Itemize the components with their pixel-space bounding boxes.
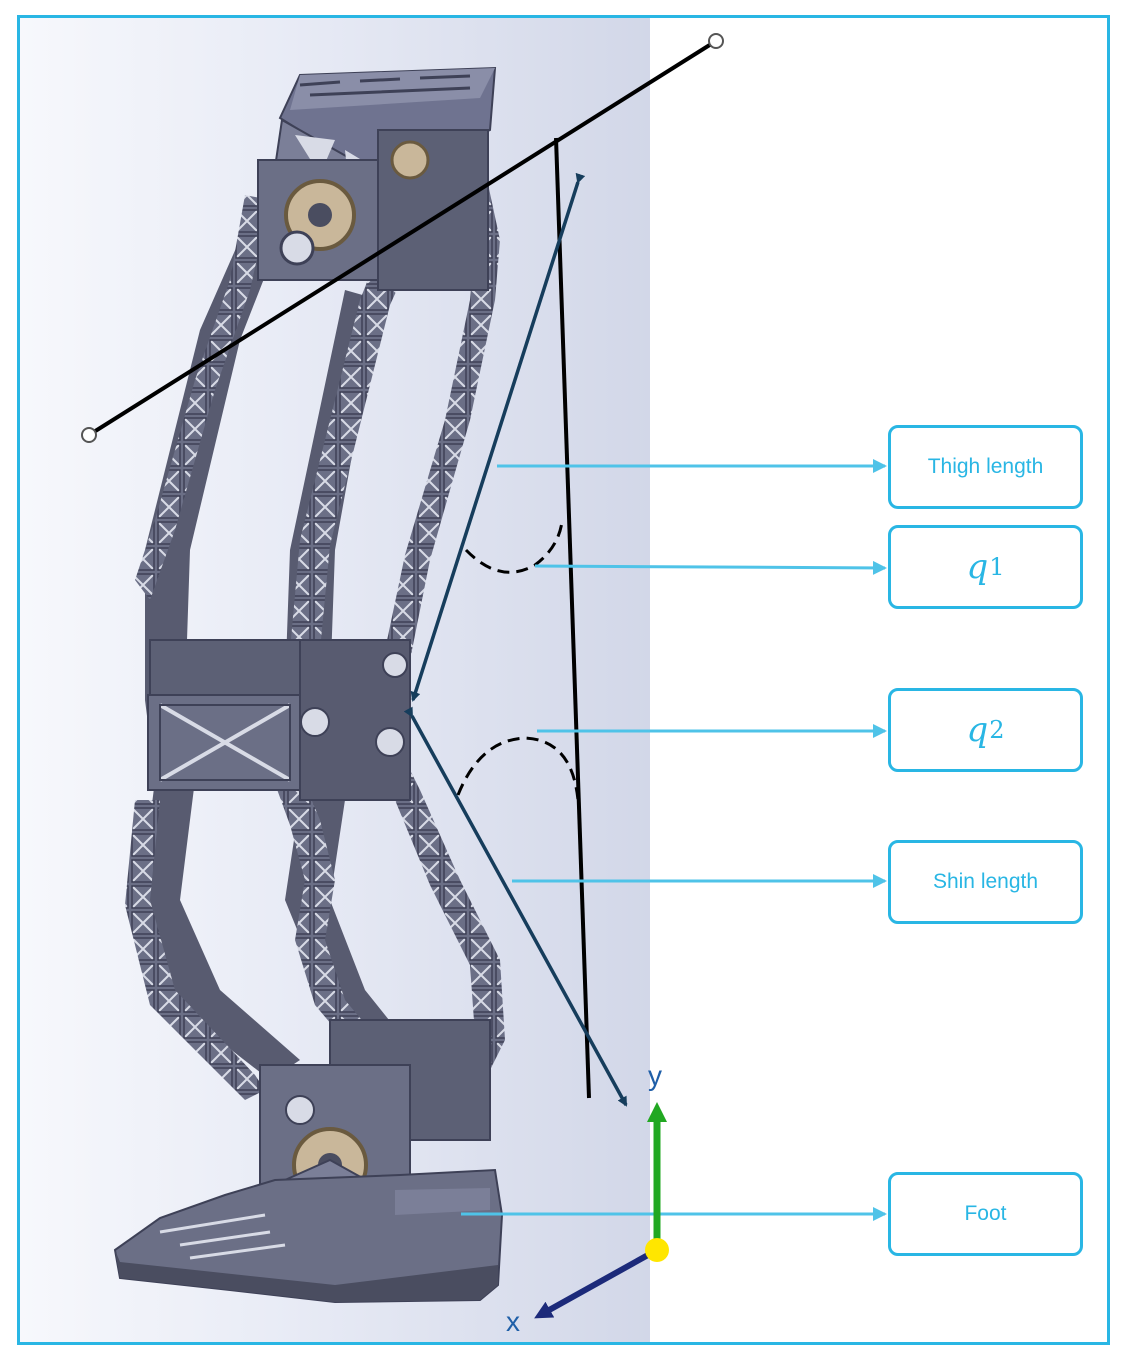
shin-length-label-box: Shin length (888, 840, 1083, 924)
q1-subscript: 1 (989, 553, 1005, 581)
q2-angle-arc (456, 736, 580, 801)
shin-length-arrow (403, 706, 628, 1107)
x-axis-label: x (506, 1306, 520, 1337)
hip-axis-line (87, 39, 718, 437)
q2-subscript: 2 (989, 716, 1005, 744)
hip-axis-endpoint (81, 427, 97, 443)
thigh-length-arrow (410, 172, 586, 702)
thigh-length-label-box: Thigh length (888, 425, 1083, 509)
q2-symbol: q (966, 710, 989, 750)
origin-marker (645, 1238, 669, 1262)
foot-label: Foot (964, 1202, 1007, 1225)
vertical-reference-line (554, 137, 591, 1099)
shin-length-label: Shin length (932, 870, 1039, 893)
hip-axis-endpoint (708, 33, 724, 49)
y-axis-label: y (648, 1060, 662, 1091)
robot-leg (113, 66, 505, 1304)
x-axis-arrow (534, 1247, 659, 1319)
q1-angle-arc (464, 521, 564, 574)
q1-symbol: q (966, 547, 989, 587)
foot-label-box: Foot (888, 1172, 1083, 1256)
thigh-length-label: Thigh length (927, 455, 1044, 478)
callout-q1 (534, 560, 887, 575)
